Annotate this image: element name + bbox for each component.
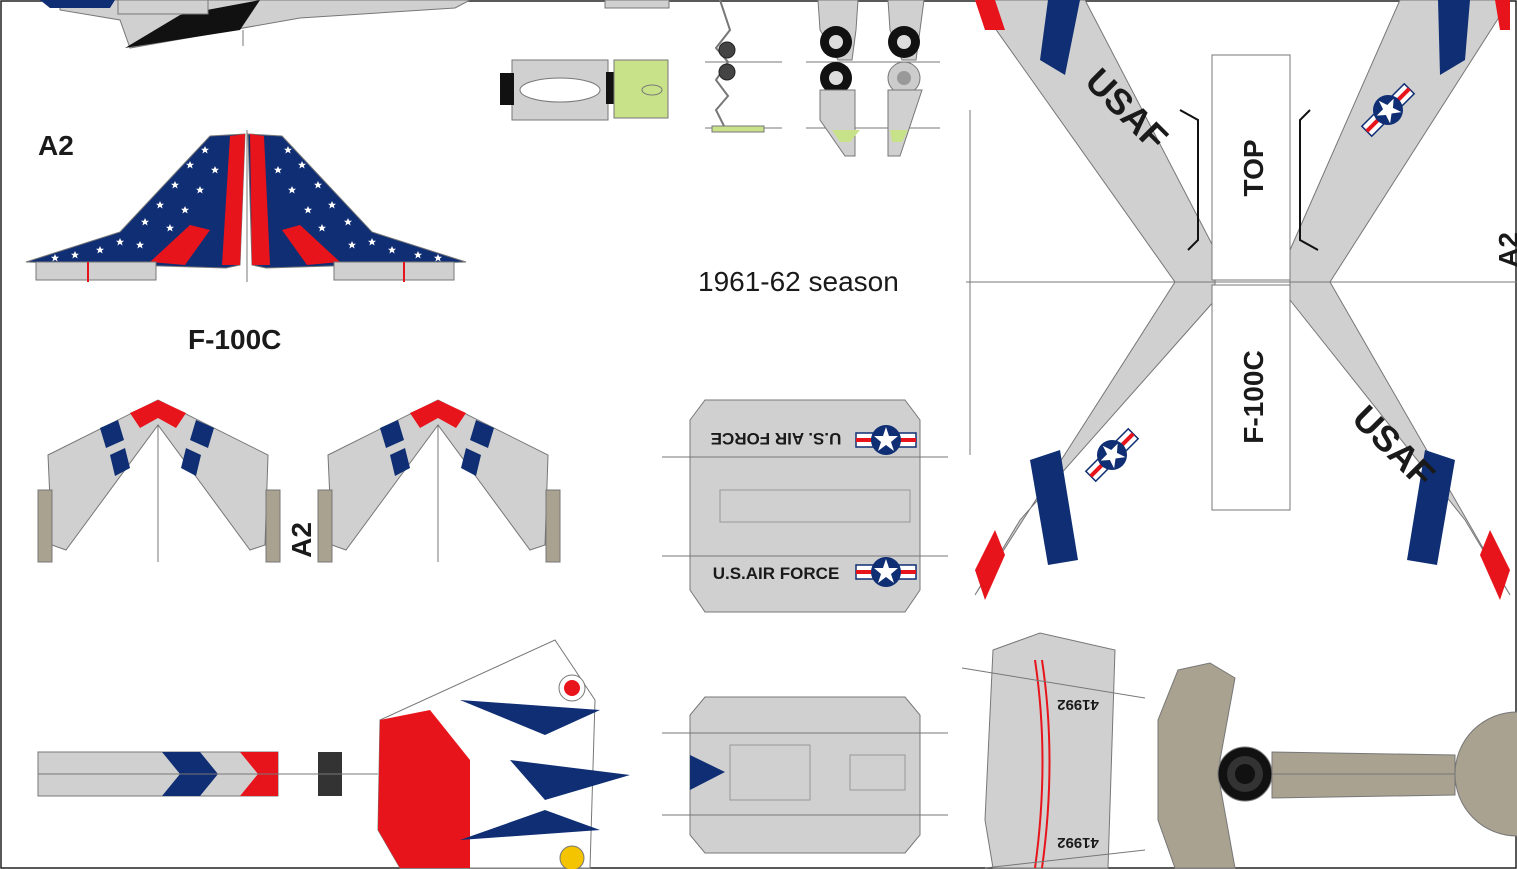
serial-upper: 41992: [1057, 696, 1099, 713]
fuselage-text-upper: U.S. AIR FORCE: [711, 429, 842, 448]
part-code-right: A2: [1493, 232, 1517, 268]
serial-lower: 41992: [1057, 834, 1099, 851]
part-code-top: A2: [38, 130, 74, 161]
fuselage-text-lower: U.S.AIR FORCE: [713, 564, 840, 583]
top-marker: TOP: [1238, 139, 1269, 196]
fuselage-rear-part: [961, 632, 1146, 869]
tail-cone-part: [1157, 662, 1517, 869]
model-name: F-100C: [188, 324, 282, 355]
canopy-part: [500, 59, 669, 121]
fuselage-side-part: [37, 639, 630, 869]
part-code-wings: A2: [286, 522, 317, 558]
fuselage-top-part: [40, 0, 670, 49]
horizontal-stabilizer-parts: [37, 399, 561, 563]
vertical-tail-part: [25, 130, 467, 282]
top-model-marker: F-100C: [1238, 350, 1269, 443]
main-wing-part: [966, 0, 1517, 600]
season-caption: 1961-62 season: [698, 266, 899, 297]
squadron-badge-icon: [559, 845, 585, 869]
fuselage-belly-part: [662, 399, 948, 613]
landing-gear-parts: [705, 0, 940, 157]
nose-intake-part: [662, 696, 948, 854]
